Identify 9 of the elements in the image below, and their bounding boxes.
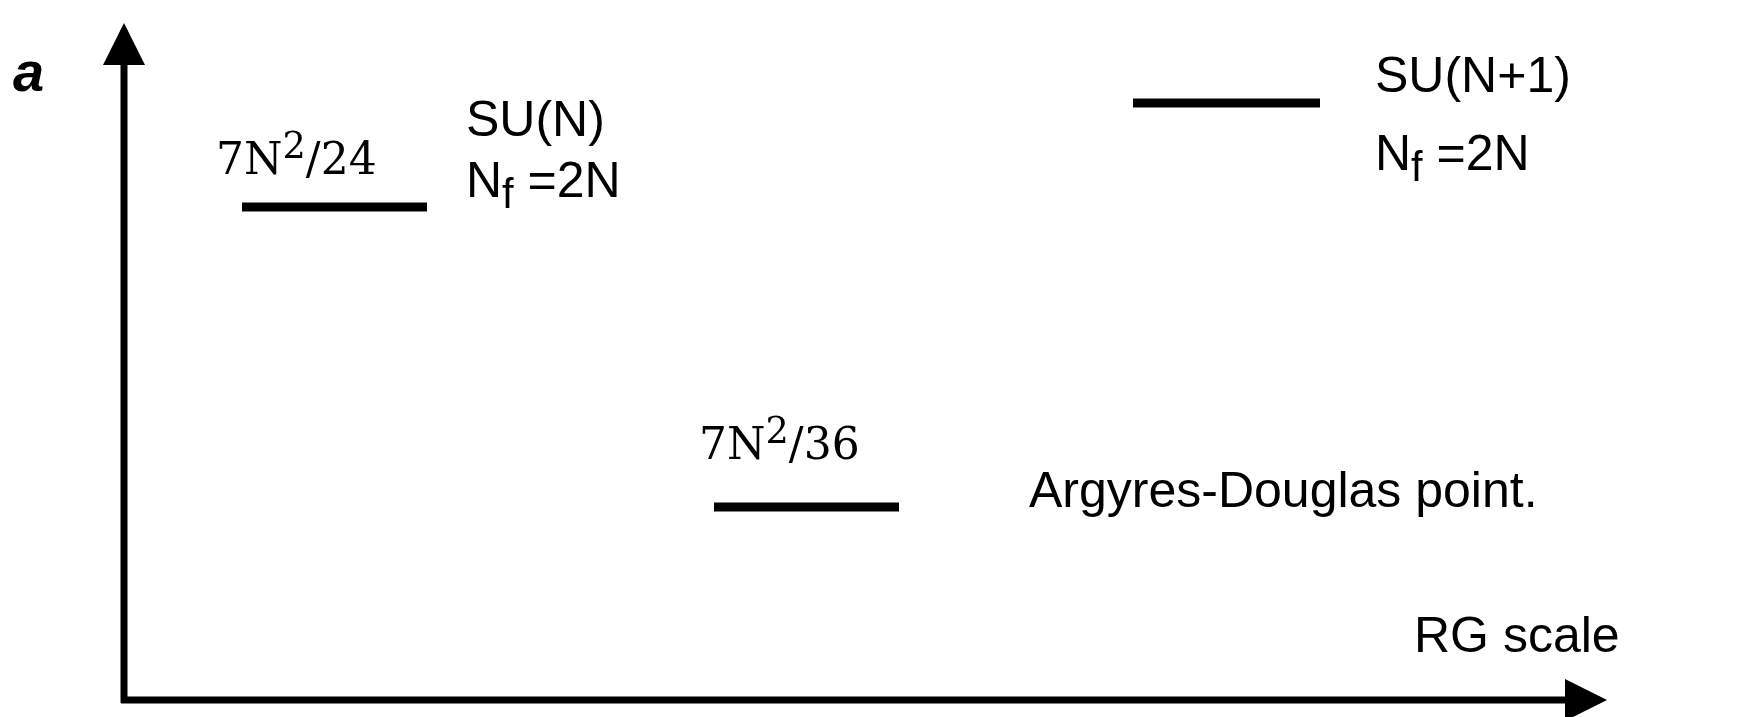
flavor-label: N$_{f}$ =2N — [466, 155, 621, 215]
flavor-label: N$_{f}$ =2N — [1375, 128, 1530, 188]
theory-label: SU(N) — [466, 94, 605, 144]
level-value: 7N$^{2}$/24 — [216, 128, 377, 181]
point-label: Argyres-Douglas point. — [1029, 465, 1538, 515]
level-value: 7N$^{2}$/36 — [699, 413, 860, 466]
axis-label: RG scale — [1414, 610, 1620, 660]
panel-letter: a — [13, 44, 45, 100]
theory-label: SU(N+1) — [1375, 50, 1571, 100]
